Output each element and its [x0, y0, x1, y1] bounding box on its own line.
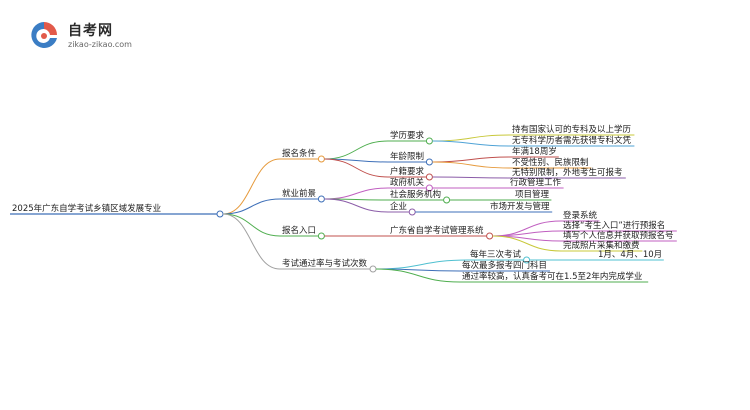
branch-1-label: 就业前景: [282, 188, 316, 199]
branch-0-0-1-link: [432, 140, 511, 147]
branch-2-0-3-label: 完成照片采集和缴费: [563, 240, 640, 251]
branch-0-0-0-link: [432, 134, 511, 142]
branch-0-label: 报名条件: [282, 148, 317, 159]
branch-0-0-0-label: 持有国家认可的专科及以上学历: [512, 124, 632, 135]
root-topic: 2025年广东自学考试乡镇区域发展专业: [12, 203, 161, 214]
branch-3-0-link: [375, 259, 469, 270]
branch-2-0-2-label: 填写个人信息并获取预报名号: [563, 230, 674, 241]
branch-1-2-link: [324, 198, 389, 213]
branch-1-dot: [317, 195, 325, 203]
branch-2-label: 报名入口: [282, 225, 316, 236]
branch-3-0-0-label: 1月、4月、10月: [598, 250, 662, 260]
logo-name: 自考网: [68, 23, 113, 39]
branch-0-dot: [317, 155, 325, 163]
branch-2-dot: [317, 232, 325, 240]
branch-0-1-dot: [425, 158, 433, 166]
branch-2-0-dot: [486, 232, 494, 240]
branch-1-2-label: 企业: [390, 201, 407, 212]
branch-3-0-label: 每年三次考试: [470, 249, 522, 260]
branch-0-0-1-label: 无专科学历者需先获得专科文凭: [512, 135, 632, 146]
branch-0-link: [222, 158, 281, 215]
branch-0-1-label: 年龄限制: [390, 151, 424, 162]
branch-1-2-dot: [408, 208, 416, 216]
branch-0-1-1-label: 不受性别、民族限制: [512, 157, 589, 168]
branch-0-1-1-link: [432, 161, 511, 169]
branch-0-0-link: [324, 140, 389, 160]
branch-0-0-dot: [425, 137, 433, 145]
logo-mark-icon: [31, 22, 57, 48]
branch-1-2-0-label: 市场开发与管理: [490, 201, 550, 212]
root-dot: [216, 210, 224, 218]
branch-0-2-link: [324, 158, 389, 178]
branch-3-link: [222, 213, 281, 270]
branch-0-2-label: 户籍要求: [390, 166, 425, 177]
branch-0-0-label: 学历要求: [390, 130, 425, 141]
branch-1-0-link: [324, 187, 389, 200]
logo-url: zikao-zikao.com: [68, 40, 132, 49]
branch-2-0-1-label: 选择“考生入口”进行预报名: [563, 220, 665, 231]
branch-3-2-link: [375, 268, 461, 283]
branch-3-2-label: 通过率较高，认真备考可在1.5至2年内完成学业: [462, 271, 642, 282]
branch-2-0-0-label: 登录系统: [563, 210, 598, 221]
branch-3-1-label: 每次最多报考四门科目: [462, 260, 547, 271]
branch-3-label: 考试通过率与考试次数: [282, 258, 368, 269]
branch-1-0-0-label: 行政管理工作: [510, 177, 562, 188]
branch-1-1-dot: [443, 196, 451, 204]
branch-0-2-0-link: [432, 176, 511, 179]
branch-0-2-dot: [425, 173, 433, 181]
branch-1-0-label: 政府机关: [390, 177, 425, 188]
branch-0-2-0-label: 无特别限制，外地考生可报考: [512, 167, 623, 178]
branch-0-1-0-link: [432, 156, 511, 163]
branch-1-link: [222, 198, 281, 215]
logo: 自考网 zikao-zikao.com: [28, 18, 148, 52]
branch-0-1-0-label: 年满18周岁: [512, 146, 557, 157]
branch-2-0-label: 广东省自学考试管理系统: [390, 225, 484, 236]
branch-1-1-0-label: 项目管理: [515, 189, 550, 200]
branch-2-0-3-link: [492, 235, 562, 252]
branch-3-dot: [369, 265, 377, 273]
branch-1-1-label: 社会服务机构: [390, 189, 441, 200]
branch-2-link: [222, 213, 281, 237]
